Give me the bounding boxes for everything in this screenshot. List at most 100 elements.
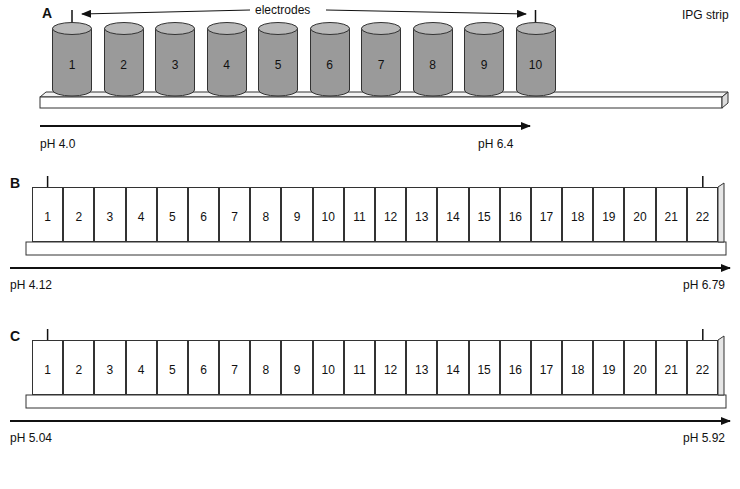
fraction-number: 4: [138, 210, 145, 224]
fraction-number: 6: [200, 363, 207, 377]
sample-cup: 2: [104, 22, 144, 97]
compartment-box: 4: [126, 340, 157, 395]
compartment-box: 12: [375, 187, 406, 242]
compartment-box: 22: [687, 187, 718, 242]
compartment-box: 21: [656, 187, 687, 242]
panel-letter: A: [42, 6, 52, 20]
compartment-box: 16: [500, 340, 531, 395]
sample-cup: 5: [258, 22, 298, 97]
ipg-strip: [26, 183, 726, 255]
fraction-number: 11: [353, 210, 365, 224]
fraction-number: 13: [415, 363, 428, 377]
fraction-number: 17: [540, 363, 553, 377]
fraction-number: 3: [107, 210, 114, 224]
ph-label: pH 4.0: [40, 137, 75, 151]
compartment-box: 20: [624, 187, 655, 242]
fraction-number: 5: [275, 58, 282, 72]
fraction-number: 1: [44, 363, 51, 377]
fraction-number: 12: [384, 363, 397, 377]
fraction-number: 18: [571, 363, 584, 377]
fraction-number: 20: [633, 363, 646, 377]
sample-cup: 3: [155, 22, 195, 97]
fraction-number: 3: [172, 58, 179, 72]
fraction-number: 21: [665, 363, 678, 377]
compartment-box: 2: [63, 340, 94, 395]
fraction-number: 2: [120, 58, 127, 72]
ipg-strip: [26, 336, 726, 408]
compartment-box: 1: [32, 187, 63, 242]
compartment-box: 7: [219, 340, 250, 395]
panel-letter: B: [10, 176, 20, 190]
fraction-number: 10: [529, 58, 542, 72]
fraction-number: 1: [69, 58, 76, 72]
compartment-box: 13: [406, 187, 437, 242]
compartment-box: 5: [157, 187, 188, 242]
fraction-number: 16: [509, 210, 522, 224]
compartment-box: 2: [63, 187, 94, 242]
compartment-box: 10: [313, 187, 344, 242]
sample-cup: 6: [310, 22, 350, 97]
fraction-number: 10: [322, 210, 335, 224]
fraction-number: 9: [481, 58, 488, 72]
leader-line: [326, 10, 526, 14]
fraction-number: 6: [200, 210, 207, 224]
compartment-box: 20: [624, 340, 655, 395]
fraction-number: 22: [696, 363, 709, 377]
leader-line: [82, 10, 250, 14]
fraction-number: 22: [696, 210, 709, 224]
compartment-box: 9: [281, 340, 312, 395]
ph-label: pH 6.4: [478, 137, 513, 151]
compartment-box: 12: [375, 340, 406, 395]
compartment-box: 1: [32, 340, 63, 395]
fraction-number: 13: [415, 210, 428, 224]
ph-label: pH 5.04: [10, 431, 52, 445]
fraction-number: 19: [602, 210, 615, 224]
compartment-box: 16: [500, 187, 531, 242]
compartment-box: 17: [531, 187, 562, 242]
sample-cup: 7: [361, 22, 401, 97]
sample-cup: 1: [52, 22, 92, 97]
compartment-box: 7: [219, 187, 250, 242]
fraction-number: 4: [138, 363, 145, 377]
compartment-box: 8: [250, 340, 281, 395]
fraction-number: 18: [571, 210, 584, 224]
fraction-number: 11: [353, 363, 365, 377]
fraction-number: 4: [223, 58, 230, 72]
fraction-number: 15: [477, 210, 490, 224]
fraction-number: 7: [231, 210, 238, 224]
compartment-box: 18: [562, 187, 593, 242]
fraction-number: 5: [169, 363, 176, 377]
compartment-box: 9: [281, 187, 312, 242]
callout-label: electrodes: [255, 3, 310, 17]
compartment-box: 19: [593, 187, 624, 242]
fraction-number: 9: [294, 210, 301, 224]
fraction-number: 8: [429, 58, 436, 72]
fraction-number: 1: [44, 210, 51, 224]
compartment-box: 3: [94, 187, 125, 242]
compartment-box: 18: [562, 340, 593, 395]
compartment-box: 21: [656, 340, 687, 395]
fraction-number: 19: [602, 363, 615, 377]
compartment-box: 3: [94, 340, 125, 395]
fraction-number: 21: [665, 210, 678, 224]
fraction-number: 8: [263, 210, 270, 224]
fraction-number: 8: [263, 363, 270, 377]
fraction-number: 9: [294, 363, 301, 377]
compartment-box: 15: [469, 340, 500, 395]
ph-arrow: [10, 267, 730, 269]
fraction-number: 2: [75, 210, 82, 224]
fraction-number: 20: [633, 210, 646, 224]
fraction-number: 2: [75, 363, 82, 377]
ph-arrow: [40, 125, 530, 127]
compartment-box: 11: [344, 340, 375, 395]
fraction-number: 12: [384, 210, 397, 224]
sample-cup: 10: [516, 22, 556, 97]
compartment-box: 13: [406, 340, 437, 395]
ph-arrow: [10, 420, 730, 422]
compartment-box: 17: [531, 340, 562, 395]
fraction-number: 7: [378, 58, 385, 72]
compartment-box: 22: [687, 340, 718, 395]
compartment-box: 5: [157, 340, 188, 395]
compartment-box: 6: [188, 187, 219, 242]
ph-label: pH 4.12: [10, 278, 52, 292]
